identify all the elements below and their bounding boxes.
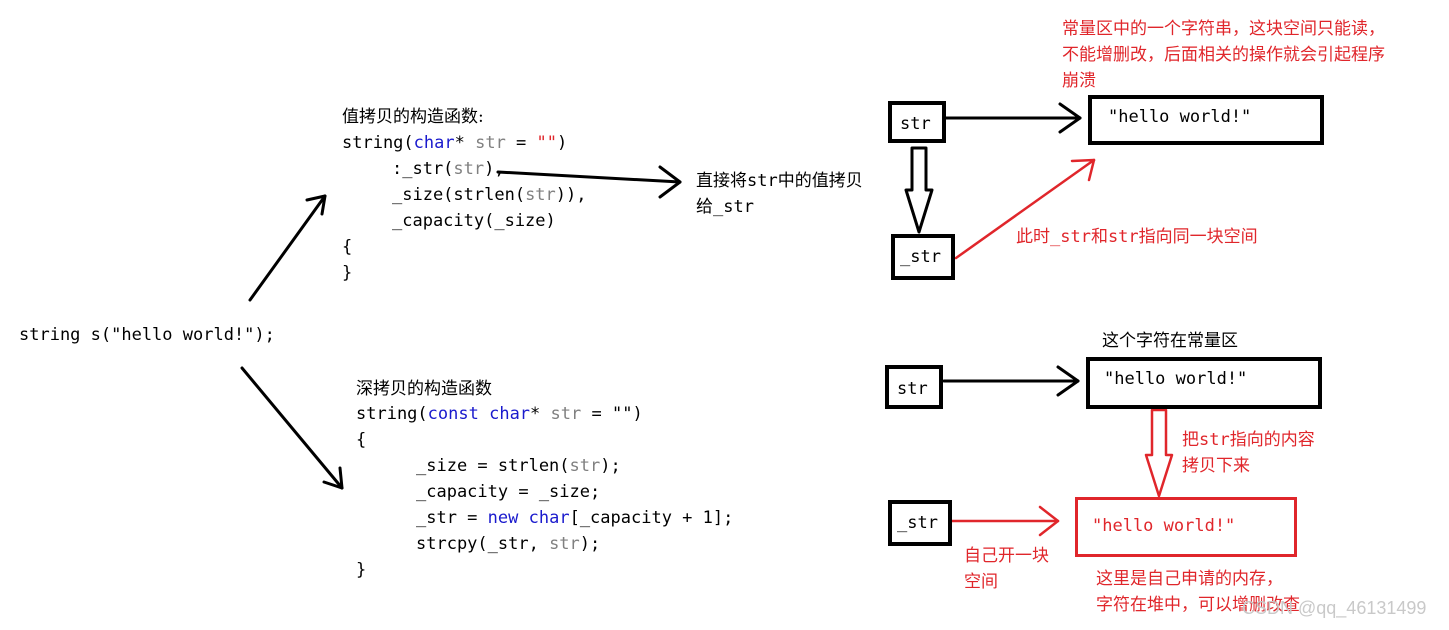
- copy-ctor-init-str: :_str(str),: [392, 159, 505, 179]
- arrow-to-deep-ctor: [240, 366, 344, 490]
- copy-note-line1: 直接将str中的值拷贝: [696, 171, 863, 191]
- const-char-label: 这个字符在常量区: [1102, 331, 1238, 351]
- main-call: string s("hello world!");: [19, 325, 275, 345]
- deep-ctor-signature: string(const char* str = ""): [356, 404, 643, 424]
- copy-ctor-brace-close: }: [342, 263, 353, 283]
- hollow-arrow-copy-content: [1144, 408, 1174, 498]
- heap-value-box: "hello world!": [1075, 497, 1297, 557]
- bottom-const-value-text: "hello world!": [1104, 369, 1248, 389]
- bottom-str-label: str: [897, 379, 928, 399]
- copy-content-note-line1: 把str指向的内容: [1182, 430, 1315, 450]
- copy-note-line2: 给_str: [696, 197, 754, 217]
- const-area-note-line3: 崩溃: [1062, 71, 1096, 91]
- deep-ctor-line-size: _size = strlen(str);: [416, 456, 621, 476]
- shared-space-note: 此时_str和str指向同一块空间: [1016, 227, 1258, 247]
- copy-ctor-signature: string(char* str = ""): [342, 133, 568, 153]
- deep-ctor-brace-open: {: [356, 430, 367, 450]
- arrow-ptr-to-shared-value: [954, 158, 1096, 260]
- arrow-to-copy-ctor: [248, 194, 327, 302]
- watermark: CSDN @qq_46131499: [1242, 598, 1427, 618]
- deep-ctor-line-capacity: _capacity = _size;: [416, 482, 601, 502]
- bottom-const-value-box: "hello world!": [1086, 357, 1322, 409]
- deep-ctor-line-alloc: _str = new char[_capacity + 1];: [416, 508, 734, 528]
- top-str-box: str: [888, 101, 946, 143]
- top-str-label: str: [900, 114, 931, 134]
- deep-ctor-brace-close: }: [356, 560, 367, 580]
- top-ptr-box: _str: [891, 234, 955, 280]
- heap-note-line2: 字符在堆中，可以增删改查: [1096, 595, 1300, 615]
- top-ptr-label: _str: [900, 247, 941, 267]
- alloc-note-line1: 自己开一块: [964, 546, 1049, 566]
- hollow-arrow-str-to-ptr: [904, 146, 934, 234]
- bottom-ptr-label: _str: [897, 513, 938, 533]
- arrow-to-copy-note: [496, 170, 682, 184]
- top-value-text: "hello world!": [1108, 107, 1252, 127]
- heap-value-text: "hello world!": [1092, 516, 1236, 536]
- copy-ctor-init-capacity: _capacity(_size): [392, 211, 556, 231]
- bottom-ptr-box: _str: [888, 500, 952, 546]
- copy-ctor-brace-open: {: [342, 237, 353, 257]
- const-area-note-line1: 常量区中的一个字符串，这块空间只能读，: [1062, 19, 1385, 39]
- top-value-box: "hello world!": [1088, 95, 1324, 145]
- deep-ctor-line-strcpy: strcpy(_str, str);: [416, 534, 601, 554]
- copy-content-note-line2: 拷贝下来: [1182, 456, 1250, 476]
- const-area-note-line2: 不能增删改，后面相关的操作就会引起程序: [1062, 45, 1385, 65]
- copy-ctor-init-size: _size(strlen(str)),: [392, 185, 587, 205]
- alloc-note-line2: 空间: [964, 572, 998, 592]
- heap-note-line1: 这里是自己申请的内存，: [1096, 569, 1283, 589]
- deep-ctor-title: 深拷贝的构造函数: [356, 379, 492, 399]
- bottom-str-box: str: [885, 365, 943, 409]
- copy-ctor-title: 值拷贝的构造函数:: [342, 107, 484, 127]
